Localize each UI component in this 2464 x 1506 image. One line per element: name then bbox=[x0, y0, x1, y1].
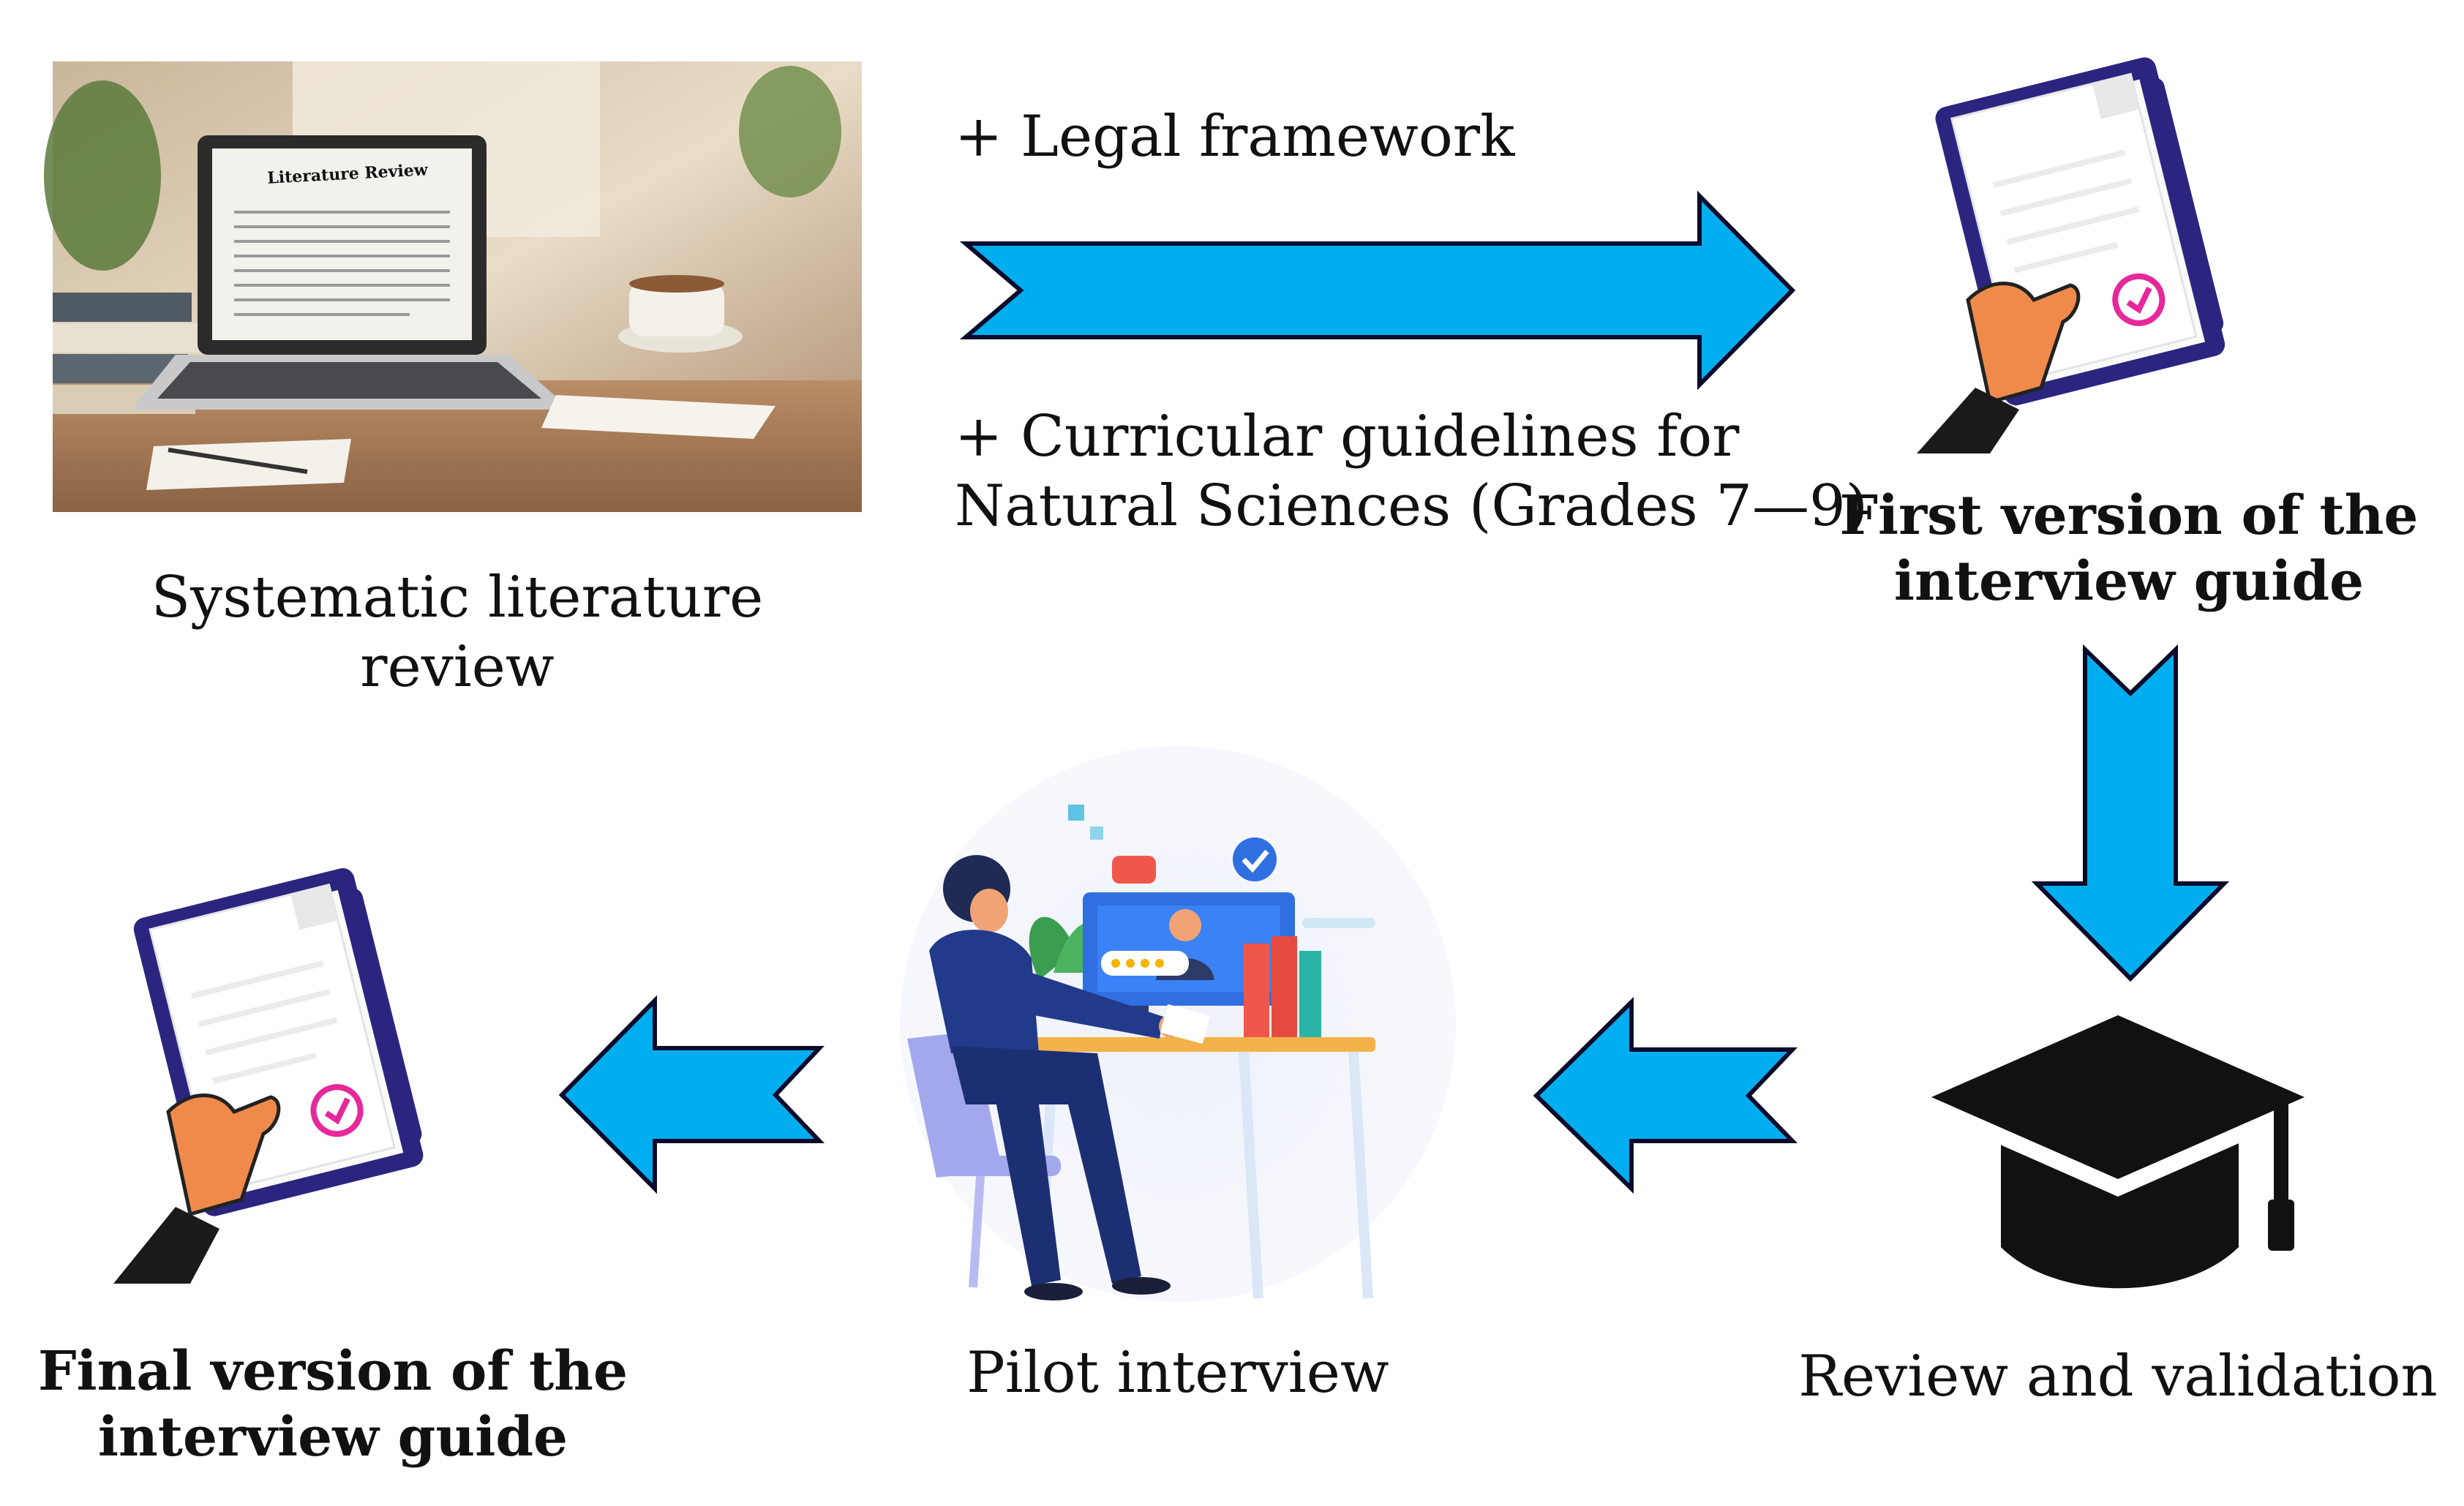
first-version-hand-icon bbox=[1917, 282, 2081, 453]
final-version-hand-icon bbox=[113, 1093, 281, 1284]
arrow-right-top bbox=[959, 190, 1796, 391]
first-version-label: First version of the interview guide bbox=[1839, 484, 2419, 614]
literature-review-label: Systematic literature review bbox=[151, 565, 764, 701]
final-version-clipboard-icon bbox=[133, 867, 424, 1216]
arrow-left-right-side bbox=[1533, 996, 1798, 1194]
legal-framework-note: + Legal framework bbox=[955, 104, 1515, 170]
review-validation-label: Review and validation bbox=[1798, 1344, 2438, 1409]
literature-review-photo bbox=[44, 61, 862, 512]
graduation-cap-icon bbox=[1931, 1015, 2305, 1289]
arrow-left-left-side bbox=[558, 995, 825, 1194]
first-version-clipboard-icon bbox=[1935, 57, 2226, 406]
pilot-interview-illustration bbox=[900, 746, 1456, 1302]
arrow-down-right bbox=[2031, 644, 2230, 982]
final-version-label: Final version of the interview guide bbox=[37, 1340, 628, 1469]
pilot-interview-label: Pilot interview bbox=[966, 1340, 1389, 1406]
curricular-guidelines-note: + Curricular guidelines for Natural Scie… bbox=[955, 404, 1868, 540]
